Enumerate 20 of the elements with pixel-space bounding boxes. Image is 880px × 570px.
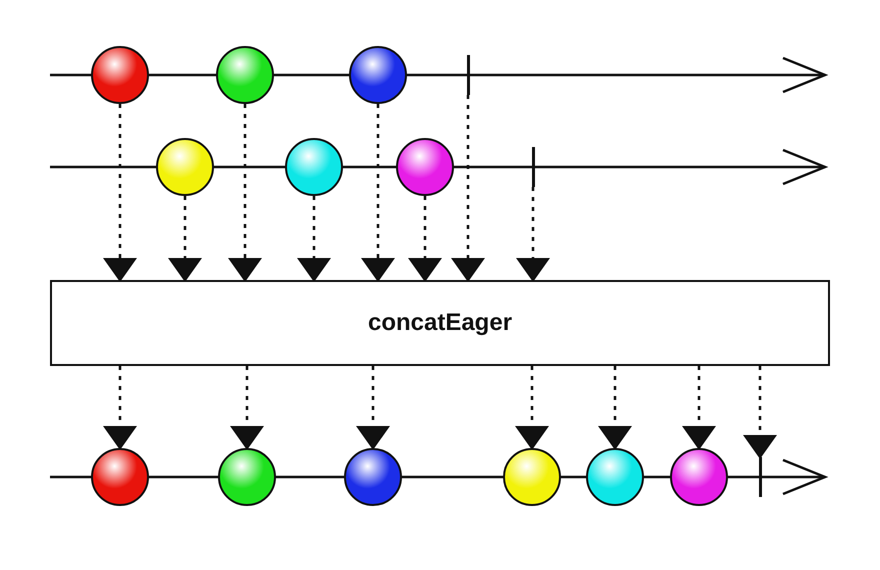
dashed-arrow xyxy=(103,366,137,450)
dashed-arrow xyxy=(103,104,137,282)
dashed-arrow xyxy=(230,366,264,450)
operator-box xyxy=(50,280,830,366)
dashed-arrow xyxy=(356,366,390,450)
dashed-arrow xyxy=(598,366,632,450)
dashed-arrow xyxy=(361,104,395,282)
dashed-arrow xyxy=(743,366,777,459)
dashed-arrow xyxy=(682,366,716,450)
completion-bar xyxy=(758,457,762,497)
dashed-arrow xyxy=(451,95,485,282)
dashed-arrow xyxy=(228,104,262,282)
dashed-arrow xyxy=(515,366,549,450)
dashed-arrow xyxy=(408,196,442,282)
dashed-arrow xyxy=(168,196,202,282)
operator-name: concatEager xyxy=(368,309,512,337)
dashed-arrow xyxy=(297,196,331,282)
completion-bar xyxy=(532,147,534,187)
dashed-arrow xyxy=(516,187,550,282)
completion-bar xyxy=(466,55,470,95)
